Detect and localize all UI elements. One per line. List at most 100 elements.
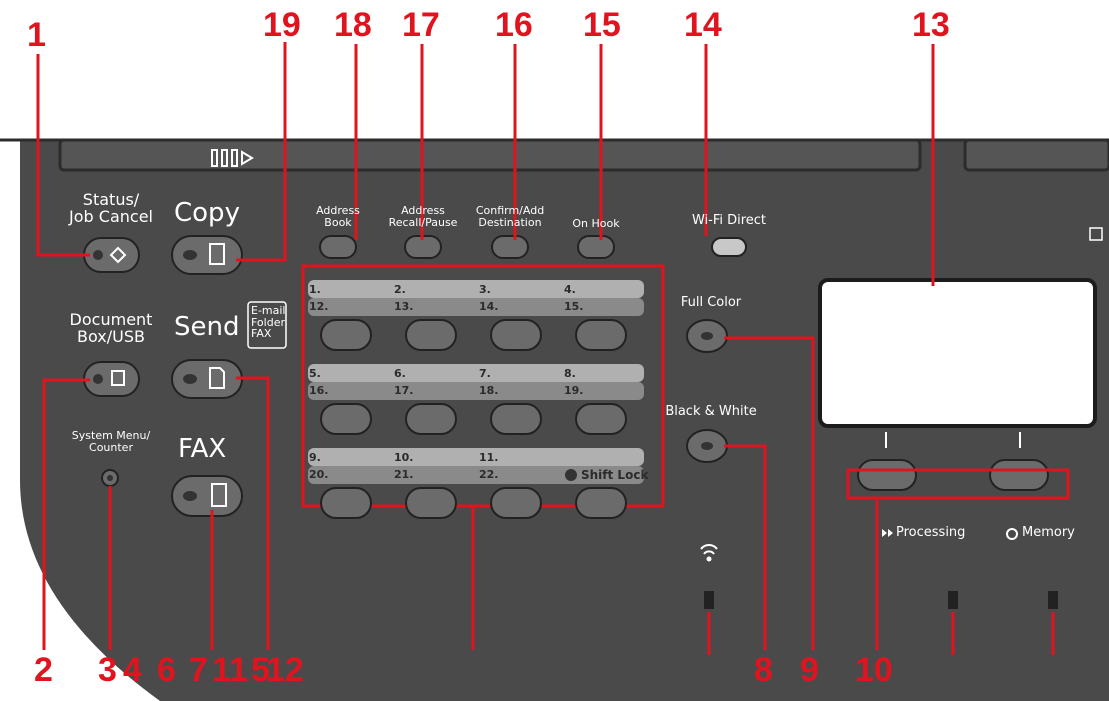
callout-17: 17	[402, 6, 440, 44]
callout-2: 2	[34, 651, 53, 689]
one-touch-top-label: 8.	[564, 367, 576, 380]
callout-4: 4	[123, 651, 142, 689]
callout-16: 16	[495, 6, 533, 44]
callout-1: 1	[27, 16, 46, 54]
shift-lock-key[interactable]	[575, 487, 627, 519]
fax-button[interactable]	[171, 475, 243, 517]
one-touch-top-label: 6.	[394, 367, 406, 380]
black-white-label: Black & White	[665, 404, 757, 419]
one-touch-key[interactable]	[490, 487, 542, 519]
top-slot-left	[58, 138, 922, 172]
address-book-button[interactable]	[319, 235, 357, 259]
one-touch-top-label: 11.	[479, 451, 499, 464]
select-keys-bracket	[846, 468, 1070, 500]
one-touch-bottom-label: 22.	[479, 468, 499, 481]
right-select-key[interactable]	[989, 459, 1049, 491]
fax-label: FAX	[178, 434, 227, 464]
one-touch-top-label: 2.	[394, 283, 406, 296]
callout-6: 6	[157, 651, 176, 689]
one-touch-key[interactable]	[320, 319, 372, 351]
callout-3: 3	[98, 651, 117, 689]
send-label: Send	[174, 312, 240, 342]
copy-button[interactable]	[171, 235, 243, 275]
one-touch-bottom-label: 14.	[479, 300, 499, 313]
one-touch-key[interactable]	[320, 403, 372, 435]
black-white-button[interactable]	[686, 429, 728, 463]
one-touch-key[interactable]	[320, 487, 372, 519]
callout-14: 14	[684, 6, 722, 44]
one-touch-top-label: 4.	[564, 283, 576, 296]
wifi-icon	[700, 544, 718, 562]
one-touch-bottom-label: 20.	[309, 468, 329, 481]
callout-10: 10	[855, 651, 893, 689]
one-touch-frame	[301, 264, 665, 508]
one-touch-top-label: 5.	[309, 367, 321, 380]
one-touch-key[interactable]	[405, 403, 457, 435]
on-hook-button[interactable]	[577, 235, 615, 259]
one-touch-top-label: 10.	[394, 451, 414, 464]
callout-9: 9	[800, 651, 819, 689]
send-submenu-frame	[247, 301, 287, 349]
lcd-screen	[818, 278, 1097, 428]
callout-18: 18	[334, 6, 372, 44]
slide-arrow-icon	[211, 149, 254, 167]
top-slot-right	[963, 138, 1109, 172]
one-touch-bottom-label: 18.	[479, 384, 499, 397]
wifi-lamp	[704, 591, 714, 609]
one-touch-key[interactable]	[490, 319, 542, 351]
processing-icon	[882, 529, 893, 537]
send-button[interactable]	[171, 359, 243, 399]
memory-label: Memory	[1022, 525, 1075, 540]
callout-13: 13	[912, 6, 950, 44]
copy-label: Copy	[174, 198, 240, 228]
one-touch-bottom-label: 12.	[309, 300, 329, 313]
callout-7: 7	[189, 651, 208, 689]
lcd-side-icon	[1089, 227, 1103, 241]
confirm-add-button[interactable]	[491, 235, 529, 259]
one-touch-key[interactable]	[575, 319, 627, 351]
callout-11: 11	[212, 651, 248, 689]
one-touch-top-label: 1.	[309, 283, 321, 296]
callout-12: 12	[266, 651, 304, 689]
wifi-direct-label: Wi-Fi Direct	[691, 213, 767, 228]
full-color-label: Full Color	[680, 295, 742, 310]
processing-lamp	[948, 591, 958, 609]
one-touch-keys	[320, 319, 627, 519]
memory-icon	[1006, 528, 1018, 540]
memory-lamp	[1048, 591, 1058, 609]
status-cancel-button[interactable]	[83, 237, 140, 273]
callout-15: 15	[583, 6, 621, 44]
callout-5: 5	[251, 651, 270, 689]
one-touch-bottom-label: 13.	[394, 300, 414, 313]
document-box-button[interactable]	[83, 361, 140, 397]
status-label: Status/Job Cancel	[69, 190, 153, 226]
processing-label: Processing	[896, 525, 966, 540]
left-select-key[interactable]	[857, 459, 917, 491]
system-menu-button[interactable]	[101, 469, 119, 487]
on-hook-label: On Hook	[572, 217, 620, 230]
one-touch-bottom-label: 19.	[564, 384, 584, 397]
one-touch-key[interactable]	[405, 319, 457, 351]
one-touch-top-label: 7.	[479, 367, 491, 380]
wifi-direct-button[interactable]	[711, 237, 747, 257]
one-touch-top-label: 9.	[309, 451, 321, 464]
one-touch-bottom-label: 21.	[394, 468, 414, 481]
one-touch-bottom-label: 17.	[394, 384, 414, 397]
one-touch-bottom-label: 15.	[564, 300, 584, 313]
full-color-button[interactable]	[686, 319, 728, 353]
system-menu-label: System Menu/Counter	[71, 429, 151, 454]
one-touch-strips	[308, 280, 644, 484]
one-touch-key[interactable]	[405, 487, 457, 519]
select-keys	[857, 432, 1049, 491]
callout-8: 8	[754, 651, 773, 689]
one-touch-bottom-label: 16.	[309, 384, 329, 397]
callout-lines	[36, 42, 1055, 655]
one-touch-key[interactable]	[575, 403, 627, 435]
one-touch-key[interactable]	[490, 403, 542, 435]
